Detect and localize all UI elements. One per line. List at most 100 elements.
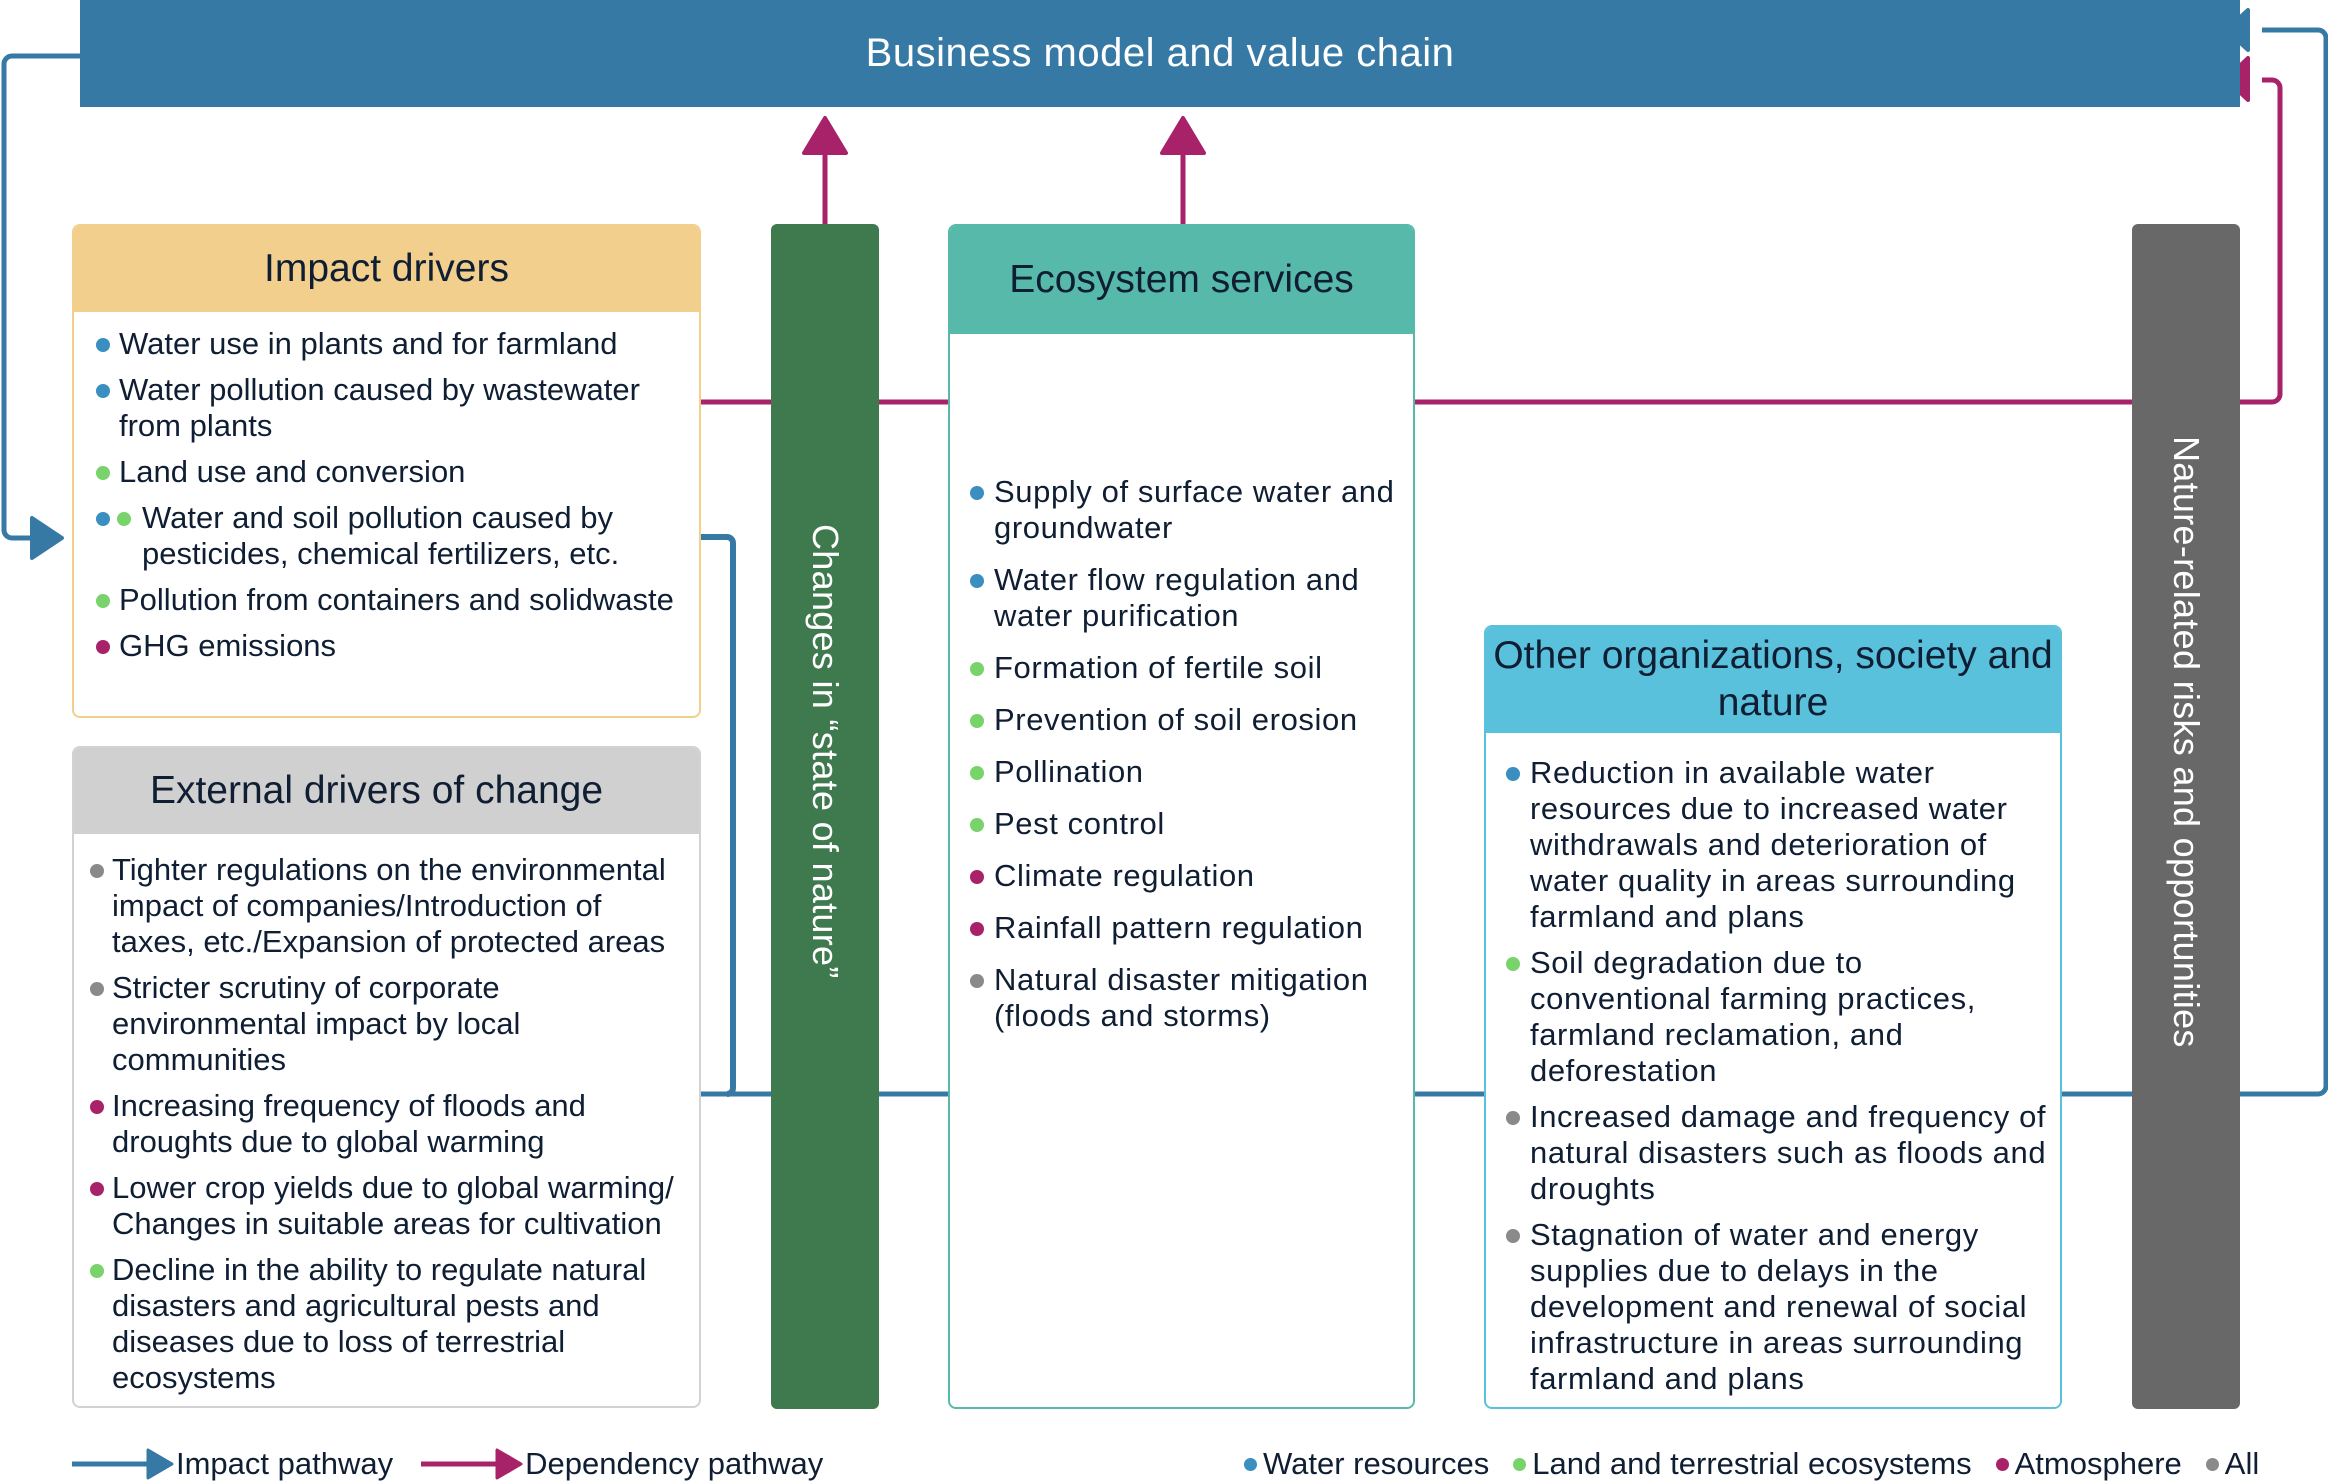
- external-drivers-title: External drivers of change: [74, 748, 699, 834]
- other-organizations-list: Reduction in available water resources d…: [1486, 733, 2060, 1397]
- atmosphere-dot-icon: [90, 1100, 104, 1114]
- pathway-legend: Impact pathway Dependency pathway: [72, 1446, 847, 1482]
- water-dot-icon: [1506, 767, 1520, 781]
- list-item: Water use in plants and for farmland: [96, 326, 679, 362]
- other-organizations-box: Other organizations, society and nature …: [1484, 625, 2062, 1409]
- list-item: Stagnation of water and energy supplies …: [1506, 1217, 2050, 1397]
- banner-title: Business model and value chain: [865, 31, 1455, 75]
- all-dot-icon: [970, 974, 984, 988]
- category-dots: [90, 864, 104, 878]
- impact-return-line: [2240, 27, 2328, 1097]
- water-dot-icon: [970, 574, 984, 588]
- list-item-text: Lower crop yields due to global warming/…: [112, 1170, 674, 1241]
- list-item: Pollution from containers and solidwaste: [96, 582, 679, 618]
- list-item: Prevention of soil erosion: [970, 702, 1403, 738]
- water-dot-icon: [96, 338, 110, 352]
- list-item: Land use and conversion: [96, 454, 679, 490]
- category-dots: [96, 384, 110, 398]
- business-model-banner: Business model and value chain: [80, 0, 2240, 107]
- land-dot-icon: [1506, 957, 1520, 971]
- list-item: Natural disaster mitigation (floods and …: [970, 962, 1403, 1034]
- legend-all: All: [2205, 1446, 2259, 1482]
- list-item-text: Natural disaster mitigation (floods and …: [994, 962, 1369, 1033]
- all-dot-icon: [1506, 1229, 1520, 1243]
- list-item-text: Land use and conversion: [119, 454, 466, 489]
- impact-pathway-arrow-icon: [72, 1448, 174, 1480]
- water-dot-icon: [970, 486, 984, 500]
- legend-dependency-pathway-label: Dependency pathway: [525, 1446, 824, 1481]
- category-dots: [970, 922, 984, 936]
- atmosphere-dot-icon: [970, 870, 984, 884]
- land-dot-icon: [96, 466, 110, 480]
- list-item-text: Pollination: [994, 754, 1144, 789]
- category-legend: Water resources Land and terrestrial eco…: [1244, 1446, 2259, 1482]
- category-dots: [970, 662, 984, 676]
- list-item-text: Formation of fertile soil: [994, 650, 1323, 685]
- category-dots: [970, 486, 984, 500]
- list-item: Pollination: [970, 754, 1403, 790]
- list-item-text: Pollution from containers and solidwaste: [119, 582, 674, 617]
- land-dot-icon: [970, 818, 984, 832]
- legend-dependency-pathway: Dependency pathway: [421, 1446, 823, 1482]
- list-item-text: Water use in plants and for farmland: [119, 326, 618, 361]
- list-item-text: Prevention of soil erosion: [994, 702, 1358, 737]
- land-dot-icon: [96, 594, 110, 608]
- list-item-text: Water and soil pollution caused by pesti…: [142, 500, 620, 571]
- category-dots: [970, 714, 984, 728]
- list-item: Formation of fertile soil: [970, 650, 1403, 686]
- list-item: Increased damage and frequency of natura…: [1506, 1099, 2050, 1207]
- legend-atmosphere-label: Atmosphere: [2014, 1446, 2182, 1481]
- category-dots: [90, 1182, 104, 1196]
- impact-drivers-box: Impact drivers Water use in plants and f…: [72, 224, 701, 718]
- category-dots: [90, 982, 104, 996]
- list-item-text: Soil degradation due to conventional far…: [1530, 945, 1976, 1088]
- list-item: Pest control: [970, 806, 1403, 842]
- category-dots: [96, 338, 110, 352]
- list-item-text: Increased damage and frequency of natura…: [1530, 1099, 2047, 1206]
- legend-atmosphere: Atmosphere: [1995, 1446, 2182, 1482]
- land-dot-icon: [117, 512, 131, 526]
- all-dot-icon: [1506, 1111, 1520, 1125]
- category-dots: [90, 1100, 104, 1114]
- legend-land: Land and terrestrial ecosystems: [1513, 1446, 1972, 1482]
- atmosphere-dot-icon: [90, 1182, 104, 1196]
- atmosphere-dot-icon: [970, 922, 984, 936]
- legend-water-label: Water resources: [1263, 1446, 1490, 1481]
- list-item-text: Rainfall pattern regulation: [994, 910, 1364, 945]
- legend-impact-pathway-label: Impact pathway: [176, 1446, 394, 1481]
- list-item-text: Decline in the ability to regulate natur…: [112, 1252, 647, 1395]
- water-dot-icon: [96, 384, 110, 398]
- all-dot-icon: [2205, 1457, 2219, 1471]
- category-dots: [970, 818, 984, 832]
- state-to-banner-arrowhead: [802, 116, 848, 155]
- water-dot-icon: [96, 512, 110, 526]
- nature-risks-bar: Nature-related risks and opportunities: [2132, 224, 2240, 1409]
- list-item: Water flow regulation and water purifica…: [970, 562, 1403, 634]
- category-dots: [970, 974, 984, 988]
- impact-bracket: [701, 534, 736, 1097]
- list-item-text: GHG emissions: [119, 628, 337, 663]
- ecosystem-services-box: Ecosystem services Supply of surface wat…: [948, 224, 1415, 1409]
- legend-water: Water resources: [1244, 1446, 1489, 1482]
- category-dots: [970, 870, 984, 884]
- land-dot-icon: [970, 766, 984, 780]
- list-item: Climate regulation: [970, 858, 1403, 894]
- category-dots: [1506, 1111, 1520, 1125]
- external-drivers-list: Tighter regulations on the environmental…: [74, 834, 699, 1396]
- list-item: Lower crop yields due to global warming/…: [90, 1170, 685, 1242]
- category-dots: [96, 466, 110, 480]
- state-of-nature-bar: Changes in “state of nature”: [771, 224, 879, 1409]
- list-item: Increasing frequency of floods and droug…: [90, 1088, 685, 1160]
- list-item: Rainfall pattern regulation: [970, 910, 1403, 946]
- list-item: Decline in the ability to regulate natur…: [90, 1252, 685, 1396]
- all-dot-icon: [90, 982, 104, 996]
- eco-to-banner-arrowhead: [1160, 116, 1206, 155]
- category-dots: [96, 594, 110, 608]
- external-drivers-box: External drivers of change Tighter regul…: [72, 746, 701, 1408]
- list-item-text: Reduction in available water resources d…: [1530, 755, 2016, 934]
- ecosystem-services-title: Ecosystem services: [950, 226, 1413, 334]
- list-item-text: Climate regulation: [994, 858, 1255, 893]
- category-dots: [1506, 767, 1520, 781]
- list-item-text: Pest control: [994, 806, 1165, 841]
- list-item: Reduction in available water resources d…: [1506, 755, 2050, 935]
